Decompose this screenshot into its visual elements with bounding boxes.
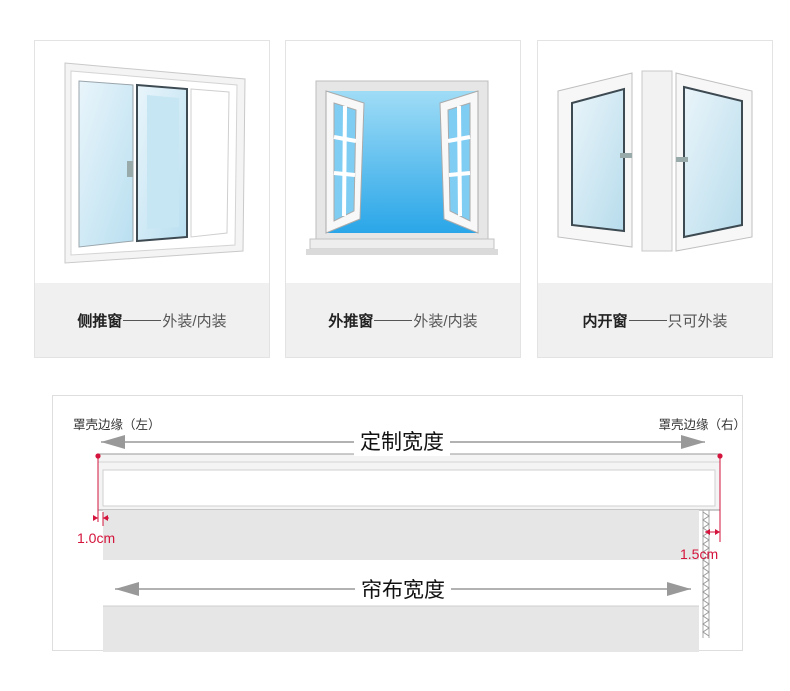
card-caption: 内开窗 只可外装 (538, 283, 772, 357)
caption-dash (628, 319, 667, 321)
install-note: 只可外装 (667, 312, 728, 330)
curtain-width-arrow-right (667, 582, 691, 596)
window-type-name: 内开窗 (582, 312, 628, 330)
curtain-width-label: 帘布宽度 (355, 574, 451, 604)
window-type-name: 外推窗 (328, 312, 374, 330)
caption-dash (123, 319, 162, 321)
custom-width-arrow-left (101, 435, 125, 449)
card-sliding-window: 侧推窗 外装/内装 (34, 40, 270, 358)
install-note: 外装/内装 (413, 312, 478, 330)
left-edge-label: 罩壳边缘（左） (73, 418, 161, 432)
custom-width-label: 定制宽度 (354, 426, 450, 456)
caption-dash (374, 319, 413, 321)
card-outward-window: 外推窗 外装/内装 (285, 40, 521, 358)
card-inward-window: 内开窗 只可外装 (537, 40, 773, 358)
cassette-front (102, 469, 716, 507)
left-gap-label: 1.0cm (77, 530, 116, 546)
install-note: 外装/内装 (162, 312, 227, 330)
sliding-window-image (35, 41, 269, 283)
outward-window-image (286, 41, 520, 283)
card-caption: 侧推窗 外装/内装 (35, 283, 269, 357)
right-gap-label: 1.5cm (680, 546, 719, 562)
curtain-width-arrow-left (115, 582, 139, 596)
fabric-lower (103, 606, 699, 652)
right-edge-label: 罩壳边缘（右） (658, 418, 746, 432)
custom-width-arrow-right (681, 435, 705, 449)
window-type-name: 侧推窗 (77, 312, 123, 330)
card-caption: 外推窗 外装/内装 (286, 283, 520, 357)
fabric-upper (103, 510, 699, 560)
inward-window-image (538, 41, 772, 283)
measurement-diagram: 罩壳边缘（左） 罩壳边缘（右） 定制宽度 帘布宽度 1.0cm 1.5cm (52, 395, 746, 652)
diagram-graphic (93, 435, 723, 652)
